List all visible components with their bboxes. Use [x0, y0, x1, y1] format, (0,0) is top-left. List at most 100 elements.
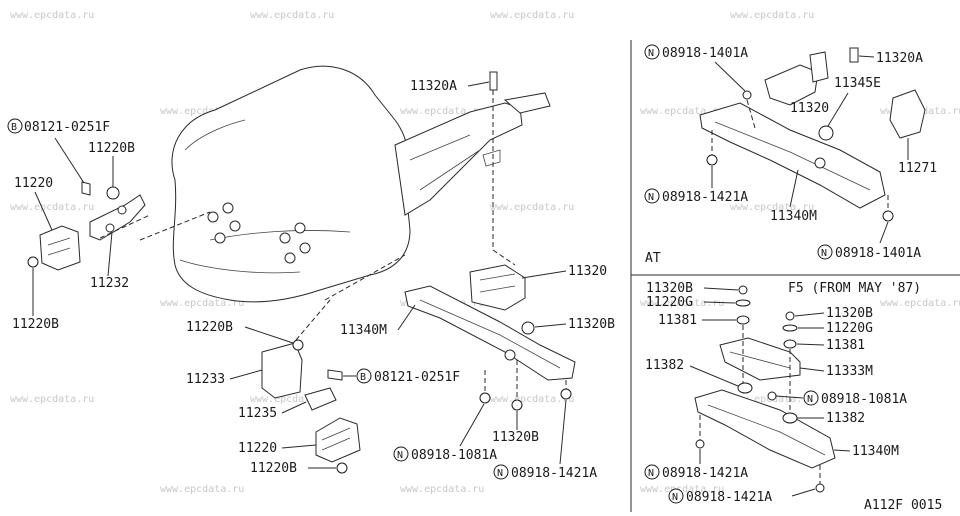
label-11220b-bottom: 11220B	[250, 461, 297, 476]
dashed-guide	[99, 214, 151, 239]
label-at-11320a: 11320A	[876, 51, 923, 66]
at-nut	[706, 154, 718, 166]
nut-marker	[644, 44, 660, 60]
at-bracket	[809, 51, 829, 83]
label-at-08918-1401a-bottom: 08918-1401A	[835, 246, 921, 261]
leader-line	[789, 169, 799, 208]
marker-letter: B	[360, 372, 366, 383]
watermark-text: www.epcdata.ru	[160, 106, 244, 117]
leader-line	[879, 221, 889, 244]
nut-11220b	[27, 256, 39, 268]
nut-11220b	[292, 339, 304, 351]
leader-line	[833, 449, 851, 452]
dashed-guide	[139, 211, 211, 241]
insulator-ribs	[47, 237, 71, 256]
insulator-11220-left	[39, 225, 81, 271]
marker-letter: N	[648, 192, 654, 203]
nut-11320b	[511, 399, 523, 411]
watermark-text: www.epcdata.ru	[400, 106, 484, 117]
label-at-08918-1421a: 08918-1421A	[662, 190, 748, 205]
rear-mount-pad	[482, 149, 501, 167]
watermark-text: www.epcdata.ru	[490, 202, 574, 213]
crossmember-11340m	[404, 285, 576, 381]
f5-nut-11320b	[738, 285, 748, 295]
watermark-text: www.epcdata.ru	[640, 106, 724, 117]
marker-letter: N	[397, 450, 403, 461]
leader-line	[521, 270, 567, 279]
label-11220: 11220	[14, 176, 53, 191]
bolt-11320a	[489, 71, 498, 91]
section-dividers	[630, 40, 960, 512]
bolt-marker	[356, 368, 372, 384]
f5-nut-11320b	[785, 311, 795, 321]
label-f5-11320b-right: 11320B	[826, 306, 873, 321]
bracket-11232	[89, 194, 146, 241]
lower-insulator-group	[261, 254, 406, 474]
marker-letter: N	[807, 394, 813, 405]
f5-nut	[767, 391, 777, 401]
diagram-code: A112F 0015	[864, 498, 942, 512]
engine-contour	[184, 119, 246, 151]
leader-line	[467, 81, 490, 87]
watermark-text: www.epcdata.ru	[10, 10, 94, 21]
insulator-ribs	[321, 427, 351, 451]
at-section-label: AT	[645, 251, 661, 266]
main-labels: 11320A B 08121-0251F 11220B 11220 11232 …	[7, 79, 615, 481]
watermark-text: www.epcdata.ru	[10, 202, 94, 213]
label-f5-11381: 11381	[658, 313, 697, 328]
nut-11220b	[106, 186, 120, 200]
watermark-text: www.epcdata.ru	[250, 394, 334, 405]
label-11220b-left: 11220B	[12, 317, 59, 332]
leader-line	[714, 61, 746, 92]
leader-line	[34, 191, 53, 231]
label-11320b-bottom: 11320B	[492, 430, 539, 445]
nut-11220b	[336, 462, 348, 474]
left-insulator-group	[27, 181, 211, 271]
f5-washer-11220g	[782, 324, 798, 332]
label-f5-11340m: 11340M	[852, 444, 899, 459]
at-part-11271	[889, 89, 926, 139]
at-crossmember-contour	[714, 121, 871, 191]
watermark-text: www.epcdata.ru	[640, 298, 724, 309]
nut-08918	[560, 388, 572, 400]
watermark-text: www.epcdata.ru	[730, 10, 814, 21]
label-11220b-lower: 11220B	[186, 320, 233, 335]
f5-section: F5 (FROM MAY '87) 11320B 11220G 11381 11…	[644, 281, 942, 513]
f5-11382	[737, 382, 753, 394]
f5-member-contour	[729, 351, 791, 369]
dashed-guide	[295, 299, 331, 341]
label-08121-0251f-lower: 08121-0251F	[374, 370, 460, 385]
f5-crossmember-contour	[707, 404, 826, 456]
label-f5-08918-1081a: 08918-1081A	[821, 392, 907, 407]
at-nut	[742, 90, 752, 100]
label-at-08918-1401a: 08918-1401A	[662, 46, 748, 61]
engine-mount-bosses	[207, 202, 311, 264]
insulator-11220-lower	[315, 417, 361, 463]
label-at-11340m: 11340M	[770, 209, 817, 224]
label-f5-11333m: 11333M	[826, 364, 873, 379]
label-at-11345e: 11345E	[834, 76, 881, 91]
engine-transmission-drawing	[171, 65, 551, 303]
watermark-text: www.epcdata.ru	[640, 484, 724, 495]
label-11233: 11233	[186, 372, 225, 387]
label-f5-11382-right: 11382	[826, 411, 865, 426]
label-11320: 11320	[568, 264, 607, 279]
nut-marker	[668, 488, 684, 504]
nut-marker	[817, 244, 833, 260]
label-08918-1081a: 08918-1081A	[411, 448, 497, 463]
f5-nut	[695, 439, 705, 449]
at-section: N 08918-1401A 11320A 11345E 11320 11271 …	[644, 44, 937, 266]
at-crossmember-11340m	[699, 102, 886, 209]
label-f5-11220g-right: 11220G	[826, 321, 873, 336]
leader-line	[244, 326, 294, 344]
marker-letter: N	[821, 248, 827, 259]
f5-11381	[736, 315, 750, 325]
at-insulator-11320	[764, 64, 819, 106]
nut-marker	[803, 390, 819, 406]
bolt-marker	[7, 118, 23, 134]
leader-line	[559, 399, 567, 465]
label-f5-11320b: 11320B	[646, 281, 693, 296]
bolt-08121	[81, 181, 91, 196]
watermark-text: www.epcdata.ru	[730, 202, 814, 213]
f5-washer-11220g	[735, 299, 751, 307]
